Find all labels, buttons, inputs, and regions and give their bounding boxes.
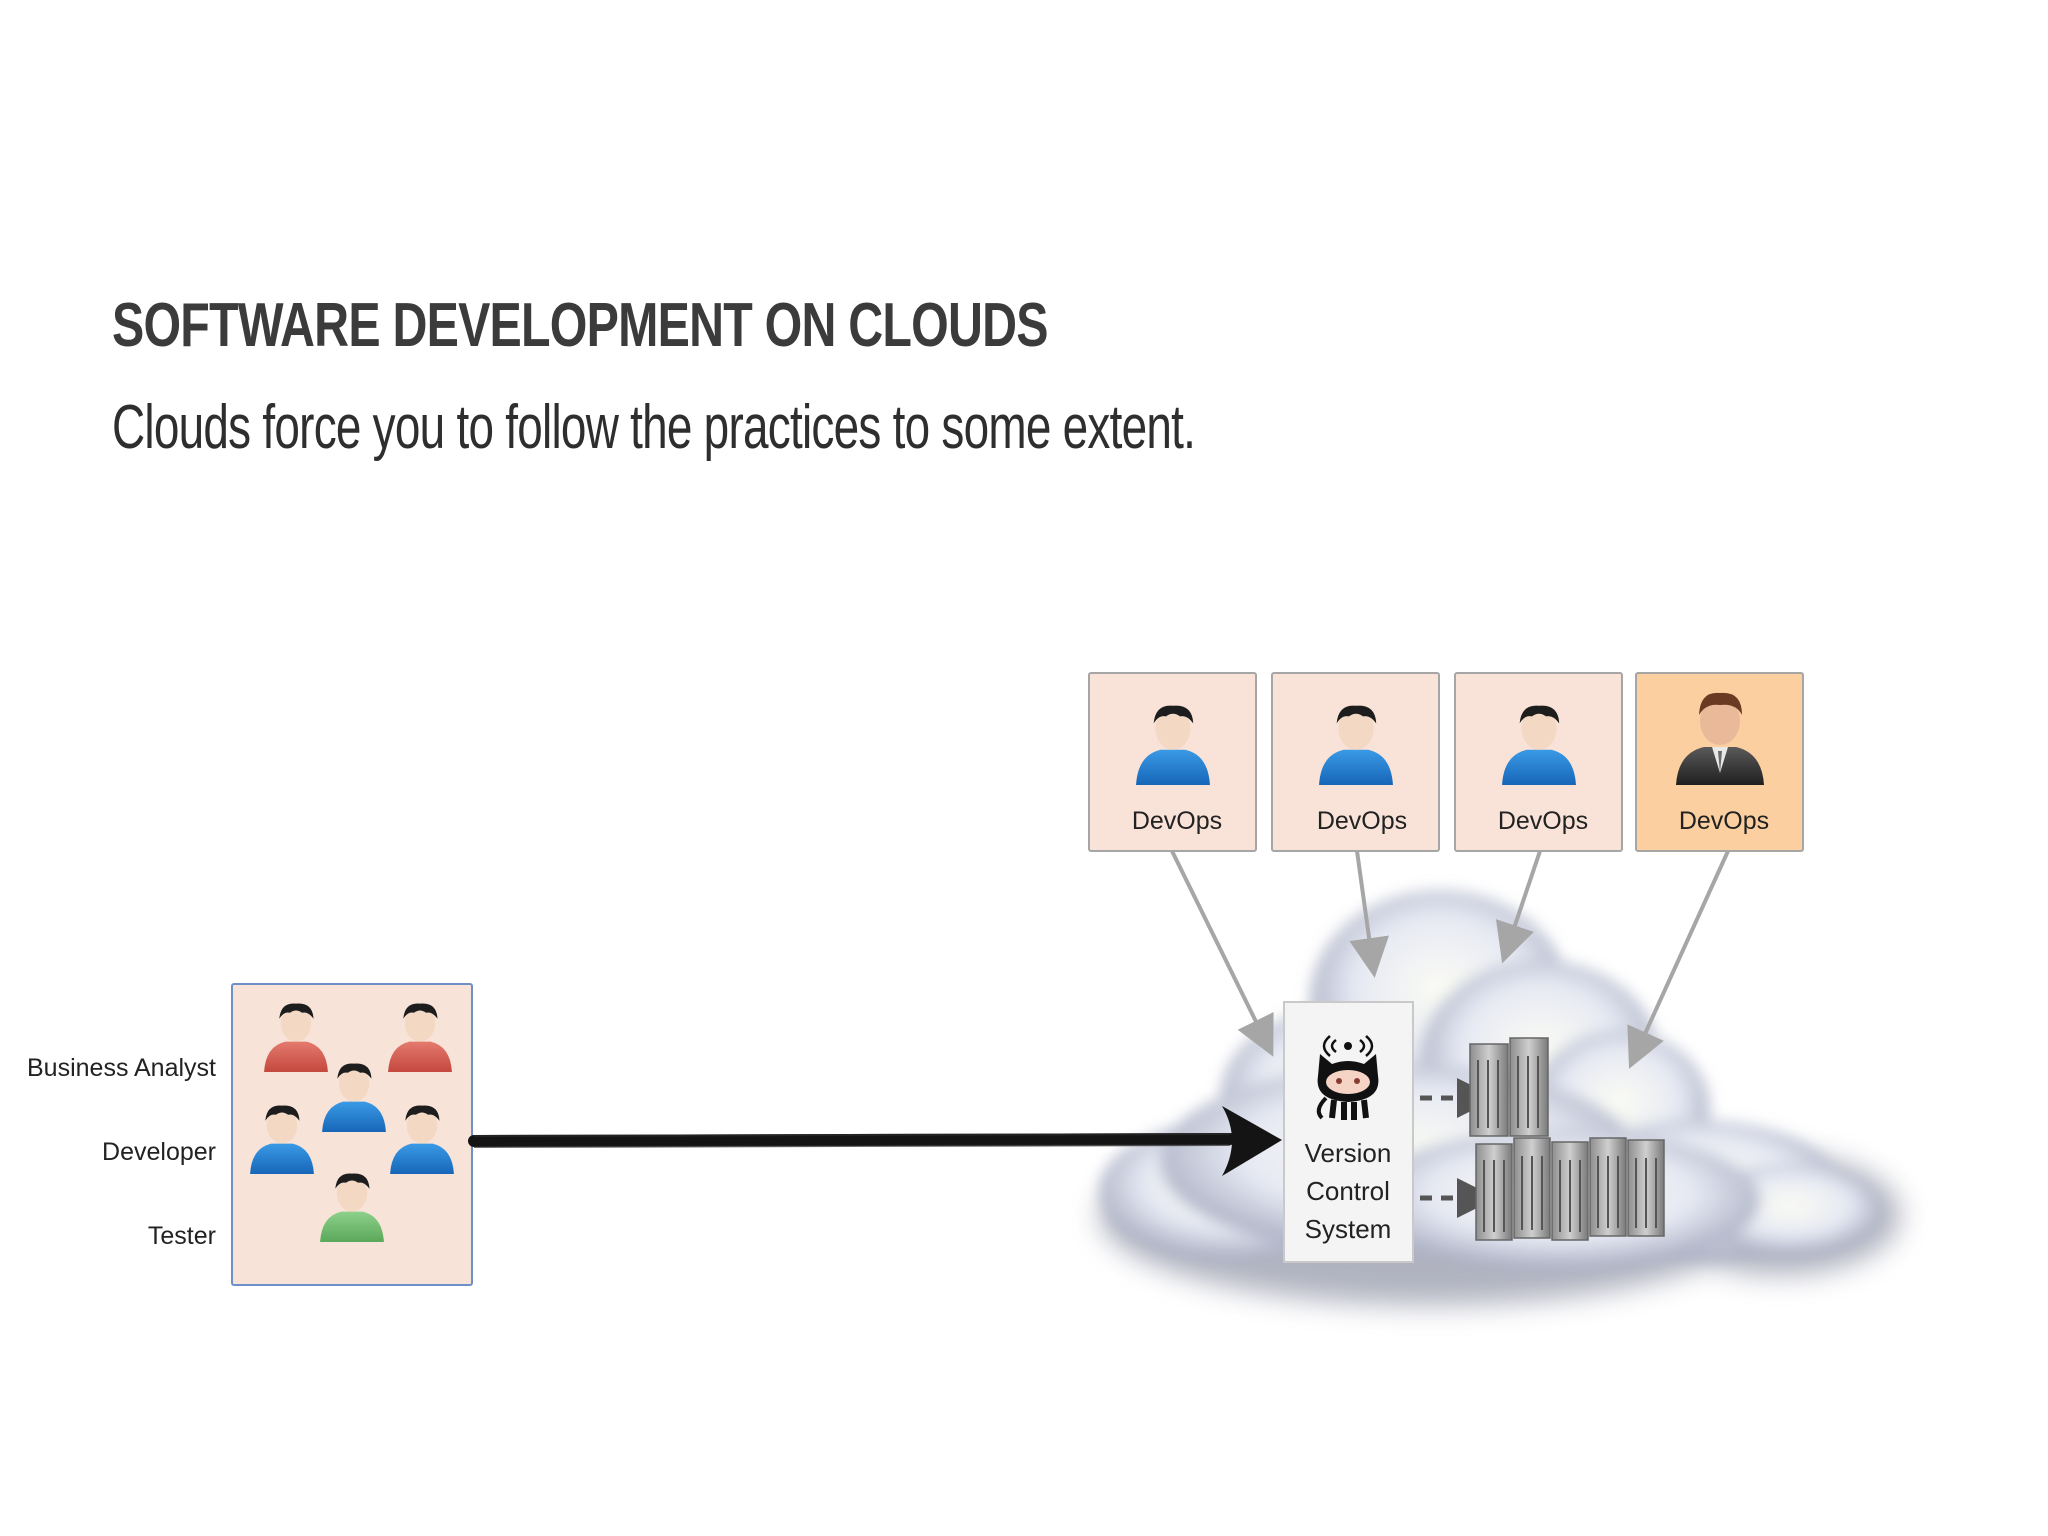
team-to-vcs-arrow <box>468 1106 1282 1176</box>
server-rack-icon <box>1469 1037 1665 1241</box>
server-unit <box>1509 1037 1549 1137</box>
server-unit <box>1513 1137 1551 1239</box>
devops-arrows <box>1170 850 1730 1069</box>
vcs-label-line: Control <box>1306 1176 1390 1206</box>
role-label-tester: Tester <box>147 1222 216 1250</box>
devops-box-highlighted: DevOps <box>1635 672 1804 852</box>
server-unit <box>1551 1141 1589 1241</box>
server-unit <box>1589 1137 1627 1237</box>
devops-label: DevOps <box>1317 807 1407 835</box>
vcs-label-line: System <box>1305 1214 1392 1244</box>
octocat-icon <box>1316 1035 1379 1120</box>
server-unit <box>1627 1139 1665 1237</box>
devops-label: DevOps <box>1679 807 1769 835</box>
devops-label: DevOps <box>1132 807 1222 835</box>
server-unit <box>1475 1143 1513 1241</box>
role-label-developer: Developer <box>102 1138 216 1166</box>
devops-label: DevOps <box>1498 807 1588 835</box>
devops-box: DevOps <box>1271 672 1440 852</box>
slide-title: SOFTWARE DEVELOPMENT ON CLOUDS <box>112 291 1049 360</box>
slide-subtitle: Clouds force you to follow the practices… <box>112 393 1196 462</box>
devops-row: DevOps DevOps DevOps DevOps <box>1088 672 1804 852</box>
devops-box: DevOps <box>1088 672 1257 852</box>
vcs-label-line: Version <box>1305 1138 1392 1168</box>
server-unit <box>1469 1043 1509 1137</box>
devops-box: DevOps <box>1454 672 1623 852</box>
vcs-box: Version Control System <box>1283 1001 1414 1263</box>
role-label-business-analyst: Business Analyst <box>27 1054 216 1082</box>
team-box <box>231 983 473 1286</box>
manager-icon <box>1676 692 1764 785</box>
